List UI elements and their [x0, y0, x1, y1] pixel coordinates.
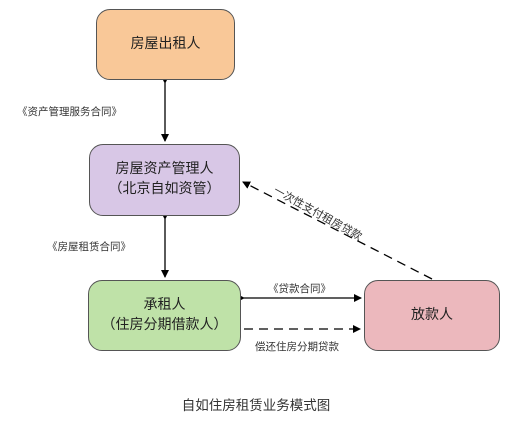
- node-asset-manager-label: 房屋资产管理人: [115, 161, 214, 178]
- arrow-lender-pay-manager: [242, 181, 433, 280]
- node-tenant-label: 承租人: [143, 296, 186, 313]
- edge-label-lease-contract: 《房屋租赁合同》: [47, 241, 131, 253]
- node-lender: 放款人: [364, 280, 500, 351]
- node-lender-label: 放款人: [411, 306, 453, 323]
- diagram-caption: 自如住房租赁业务模式图: [181, 398, 331, 414]
- node-asset-manager: 房屋资产管理人 （北京自如资管）: [89, 144, 240, 216]
- node-landlord: 房屋出租人: [96, 9, 235, 80]
- node-tenant: 承租人 （住房分期借款人）: [88, 280, 241, 351]
- node-landlord-label: 房屋出租人: [130, 35, 201, 52]
- node-tenant-sublabel: （住房分期借款人）: [101, 316, 228, 333]
- edge-label-asset-contract: 《资产管理服务合同》: [17, 106, 122, 118]
- node-asset-manager-sublabel: （北京自如资管）: [108, 181, 221, 197]
- edge-label-loan-contract: 《贷款合同》: [268, 283, 331, 295]
- edge-label-repay: 偿还住房分期贷款: [255, 341, 339, 353]
